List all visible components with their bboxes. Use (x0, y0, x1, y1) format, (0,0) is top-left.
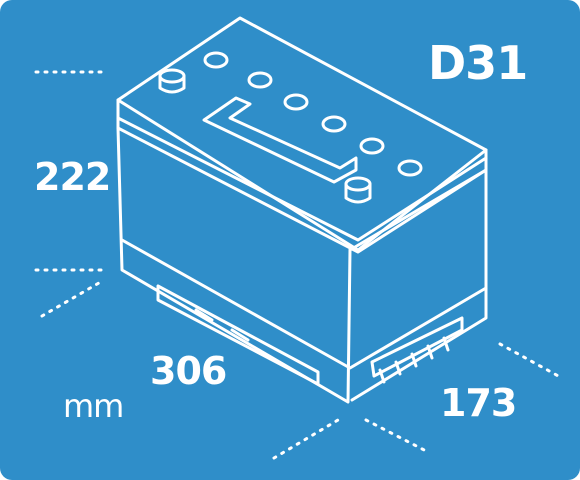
length-value: 306 (150, 349, 227, 393)
dimension-guides (34, 70, 564, 460)
height-value: 222 (34, 155, 111, 199)
unit-label: mm (63, 387, 124, 425)
width-value: 173 (440, 381, 517, 425)
battery-outline (116, 16, 488, 404)
battery-model: D31 (428, 36, 528, 90)
